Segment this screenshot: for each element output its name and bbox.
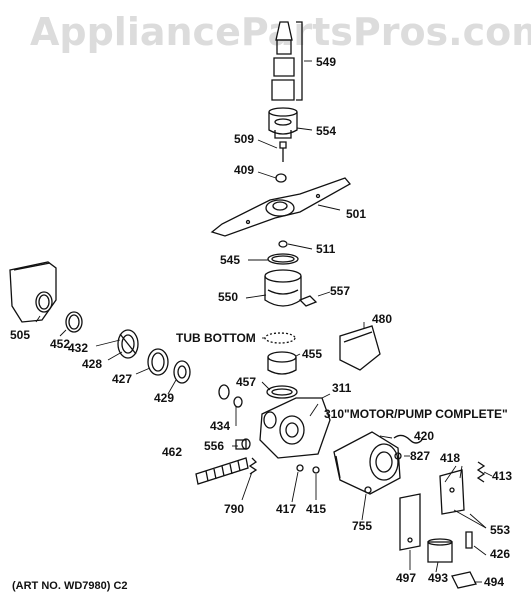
label-494: 494	[484, 575, 505, 589]
part-497-bracket	[400, 494, 420, 550]
label-417: 417	[276, 502, 297, 516]
label-501: 501	[346, 207, 367, 221]
part-554-tower-base	[269, 108, 297, 138]
part-493-solenoid	[428, 539, 452, 562]
part-457-clamp	[267, 386, 297, 398]
label-549: 549	[316, 55, 337, 69]
part-311-pump-body	[260, 398, 330, 458]
label-554: 554	[316, 124, 337, 138]
art-number: (ART NO. WD7980) C2	[12, 580, 128, 592]
label-511: 511	[316, 242, 336, 256]
label-556: 556	[204, 439, 225, 453]
label-427: 427	[112, 372, 133, 386]
part-556-fitting	[236, 439, 250, 449]
label-452: 452	[50, 337, 71, 351]
label-827: 827	[410, 449, 431, 463]
part-501-spray-arm	[212, 178, 350, 236]
label-418: 418	[440, 451, 461, 465]
label-553: 553	[490, 523, 511, 537]
part-428-seal	[118, 330, 138, 358]
label-480: 480	[372, 312, 393, 326]
label-429: 429	[154, 391, 175, 405]
part-417-nut	[297, 465, 303, 471]
part-545-ring	[268, 254, 298, 264]
part-426-rod	[466, 532, 472, 548]
label-497: 497	[396, 571, 417, 585]
label-509: 509	[234, 132, 255, 146]
part-452-clamp	[66, 312, 82, 332]
label-413: 413	[492, 469, 513, 483]
part-550-housing	[265, 270, 301, 306]
leader-lines	[36, 61, 492, 582]
part-427-ring	[148, 349, 168, 375]
part-434-fitting	[219, 385, 242, 407]
tub-bottom-callout: TUB BOTTOM	[176, 331, 256, 345]
label-545: 545	[220, 253, 241, 267]
part-557-clip	[300, 296, 316, 306]
label-550: 550	[218, 290, 239, 304]
label-311: 311	[332, 381, 352, 395]
label-428: 428	[82, 357, 103, 371]
label-426: 426	[490, 547, 511, 561]
label-432: 432	[68, 341, 89, 355]
label-457: 457	[236, 375, 257, 389]
part-310-motor	[334, 432, 400, 494]
part-455-ring	[265, 333, 296, 374]
label-557: 557	[330, 284, 351, 298]
label-493: 493	[428, 571, 449, 585]
label-420: 420	[414, 429, 435, 443]
label-790: 790	[224, 502, 245, 516]
part-505-sump	[10, 262, 56, 322]
part-413-spring	[478, 462, 484, 482]
label-409: 409	[234, 163, 255, 177]
part-509-screw	[280, 142, 286, 162]
label-434: 434	[210, 419, 231, 433]
part-429-adapter	[174, 361, 190, 383]
part-511-washer	[279, 241, 287, 247]
label-755: 755	[352, 519, 373, 533]
part-415-nut	[313, 467, 319, 473]
motor-pump-callout: 310"MOTOR/PUMP COMPLETE"	[324, 407, 508, 421]
part-755-clip	[365, 487, 371, 493]
part-409-nut	[276, 174, 286, 182]
label-455: 455	[302, 347, 323, 361]
part-549-tower-tubes	[272, 22, 302, 100]
part-494-cover	[452, 572, 476, 588]
part-420-wire	[394, 435, 422, 443]
part-462-hose	[196, 458, 248, 484]
label-462: 462	[162, 445, 183, 459]
part-790-spring	[250, 458, 256, 474]
part-480-cover	[340, 326, 380, 370]
part-827-connector	[395, 453, 401, 459]
label-505: 505	[10, 328, 31, 342]
label-415: 415	[306, 502, 327, 516]
